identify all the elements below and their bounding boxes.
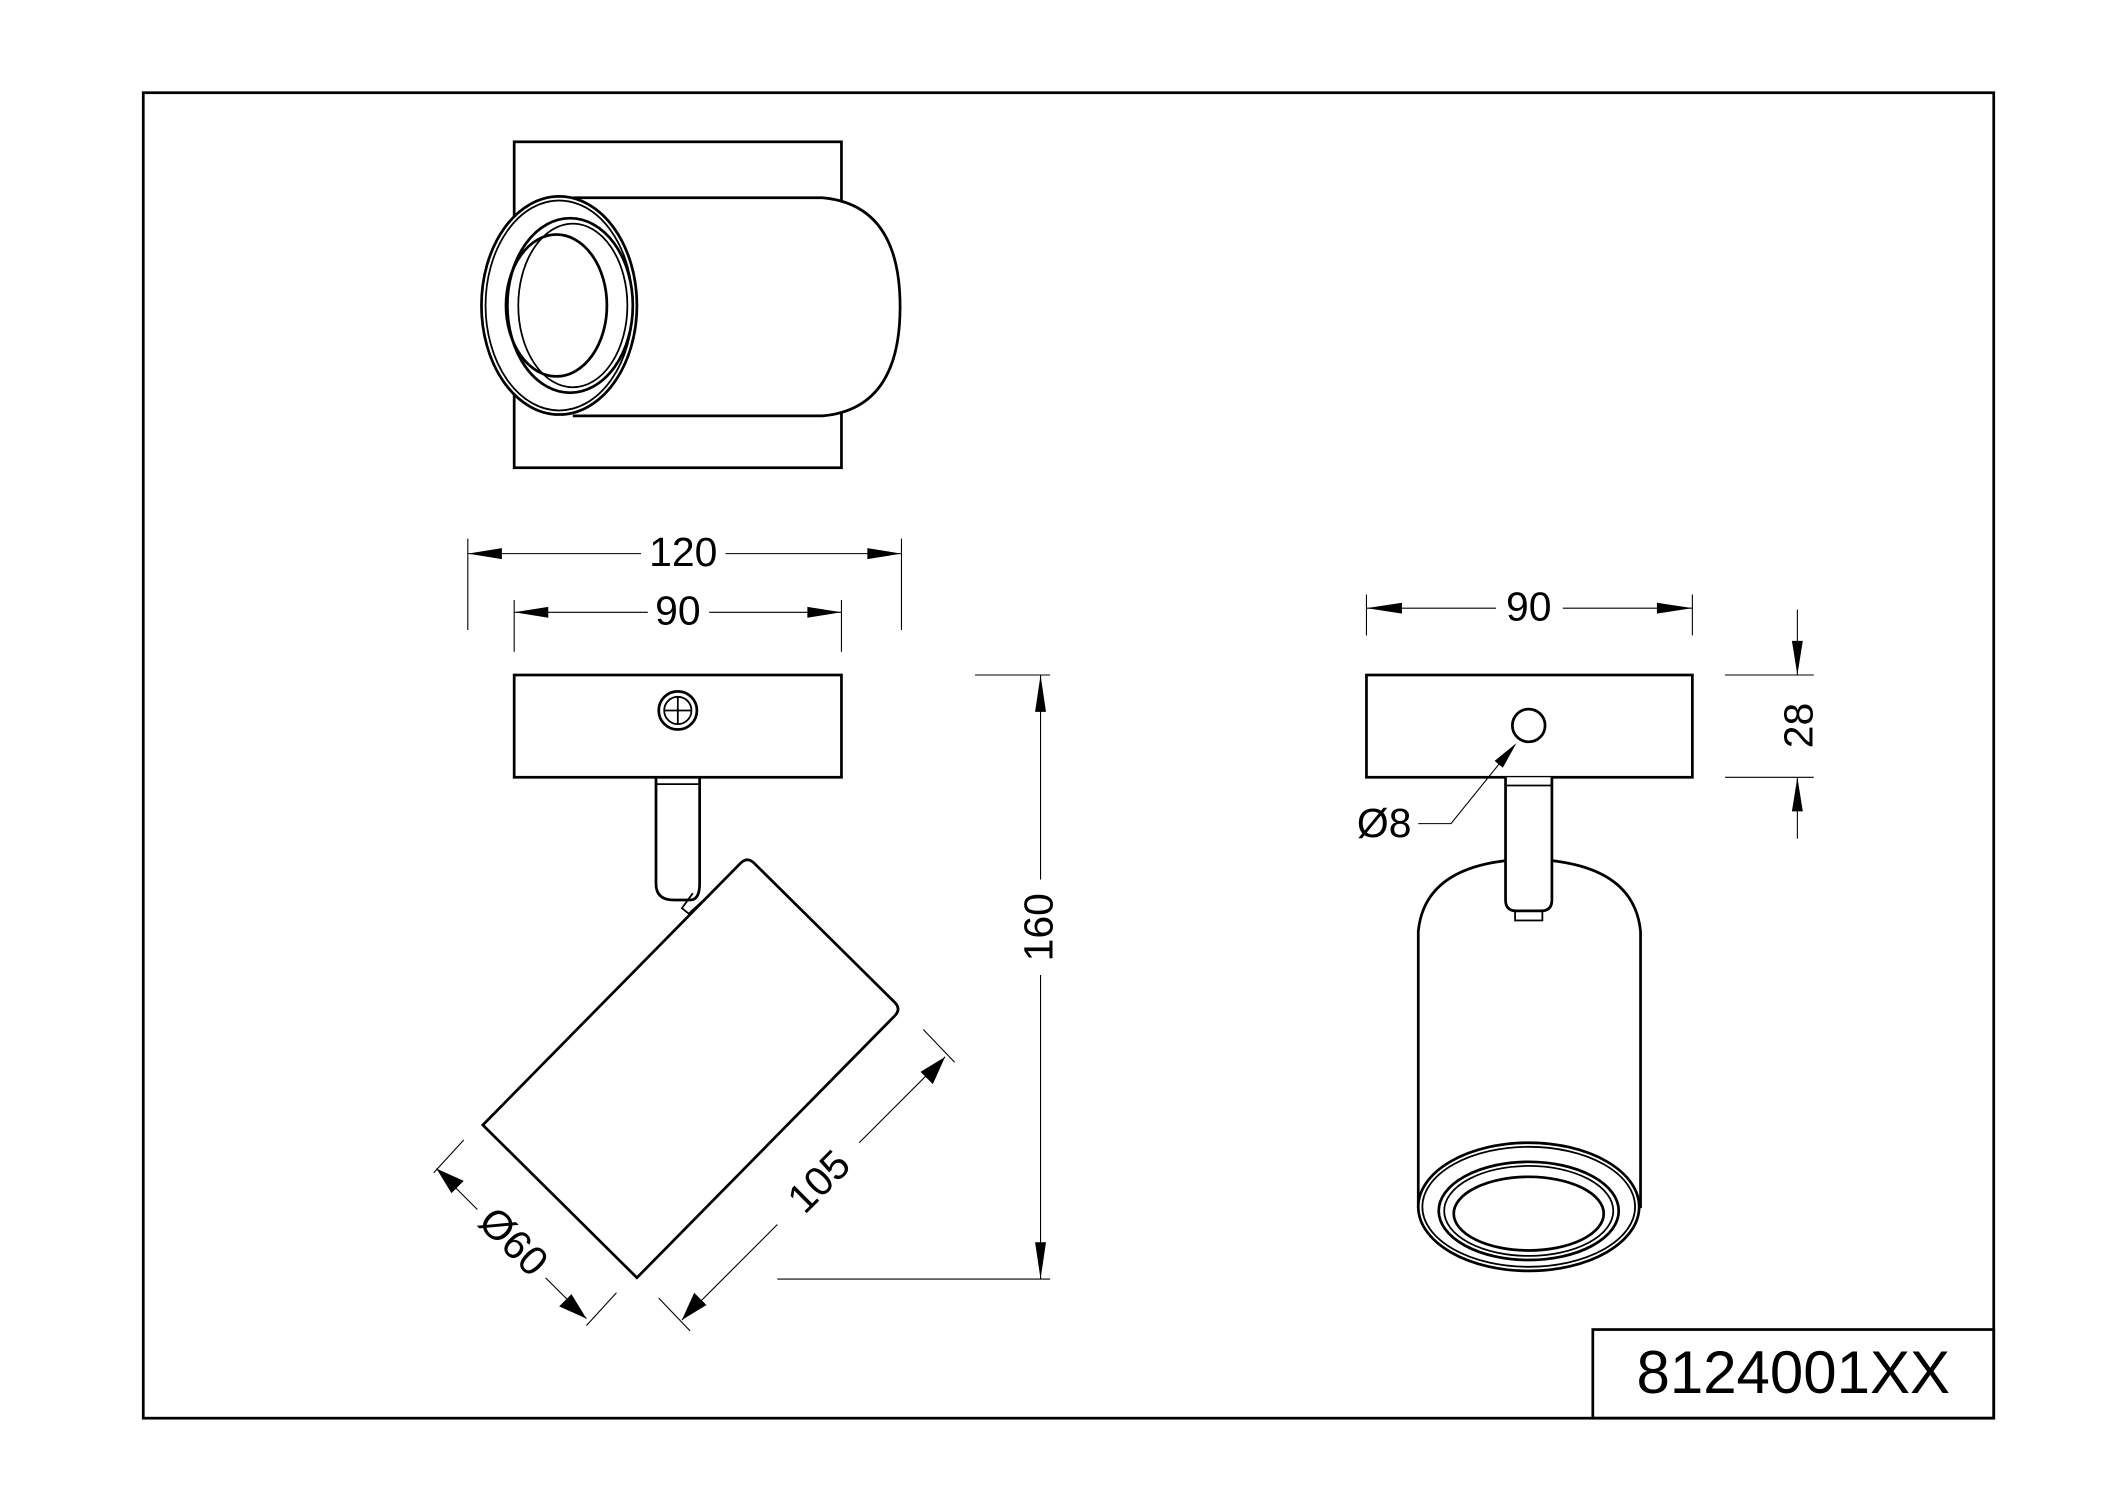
dim-base-height: 28 (1775, 703, 1821, 748)
top-view (480, 140, 902, 470)
dim-height: 160 (1016, 893, 1062, 961)
title-block: 8124001XX (1591, 1328, 1996, 1420)
front-view: 90 Ø8 28 (1357, 583, 1821, 1273)
dim-shade-length: 105 (778, 1141, 859, 1222)
dim-hole-diameter: Ø8 (1357, 800, 1412, 846)
drawing-border (141, 91, 1996, 1420)
side-view: 120 90 160 105 (433, 529, 1062, 1332)
dim-shade-diameter: Ø60 (470, 1198, 557, 1285)
dim-front-base-width: 90 (1506, 583, 1551, 629)
dim-overall-width: 120 (649, 529, 717, 575)
dim-base-width: 90 (655, 587, 700, 633)
screw-icon (657, 689, 699, 731)
product-code: 8124001XX (1636, 1339, 1950, 1406)
mounting-hole (1511, 707, 1547, 744)
